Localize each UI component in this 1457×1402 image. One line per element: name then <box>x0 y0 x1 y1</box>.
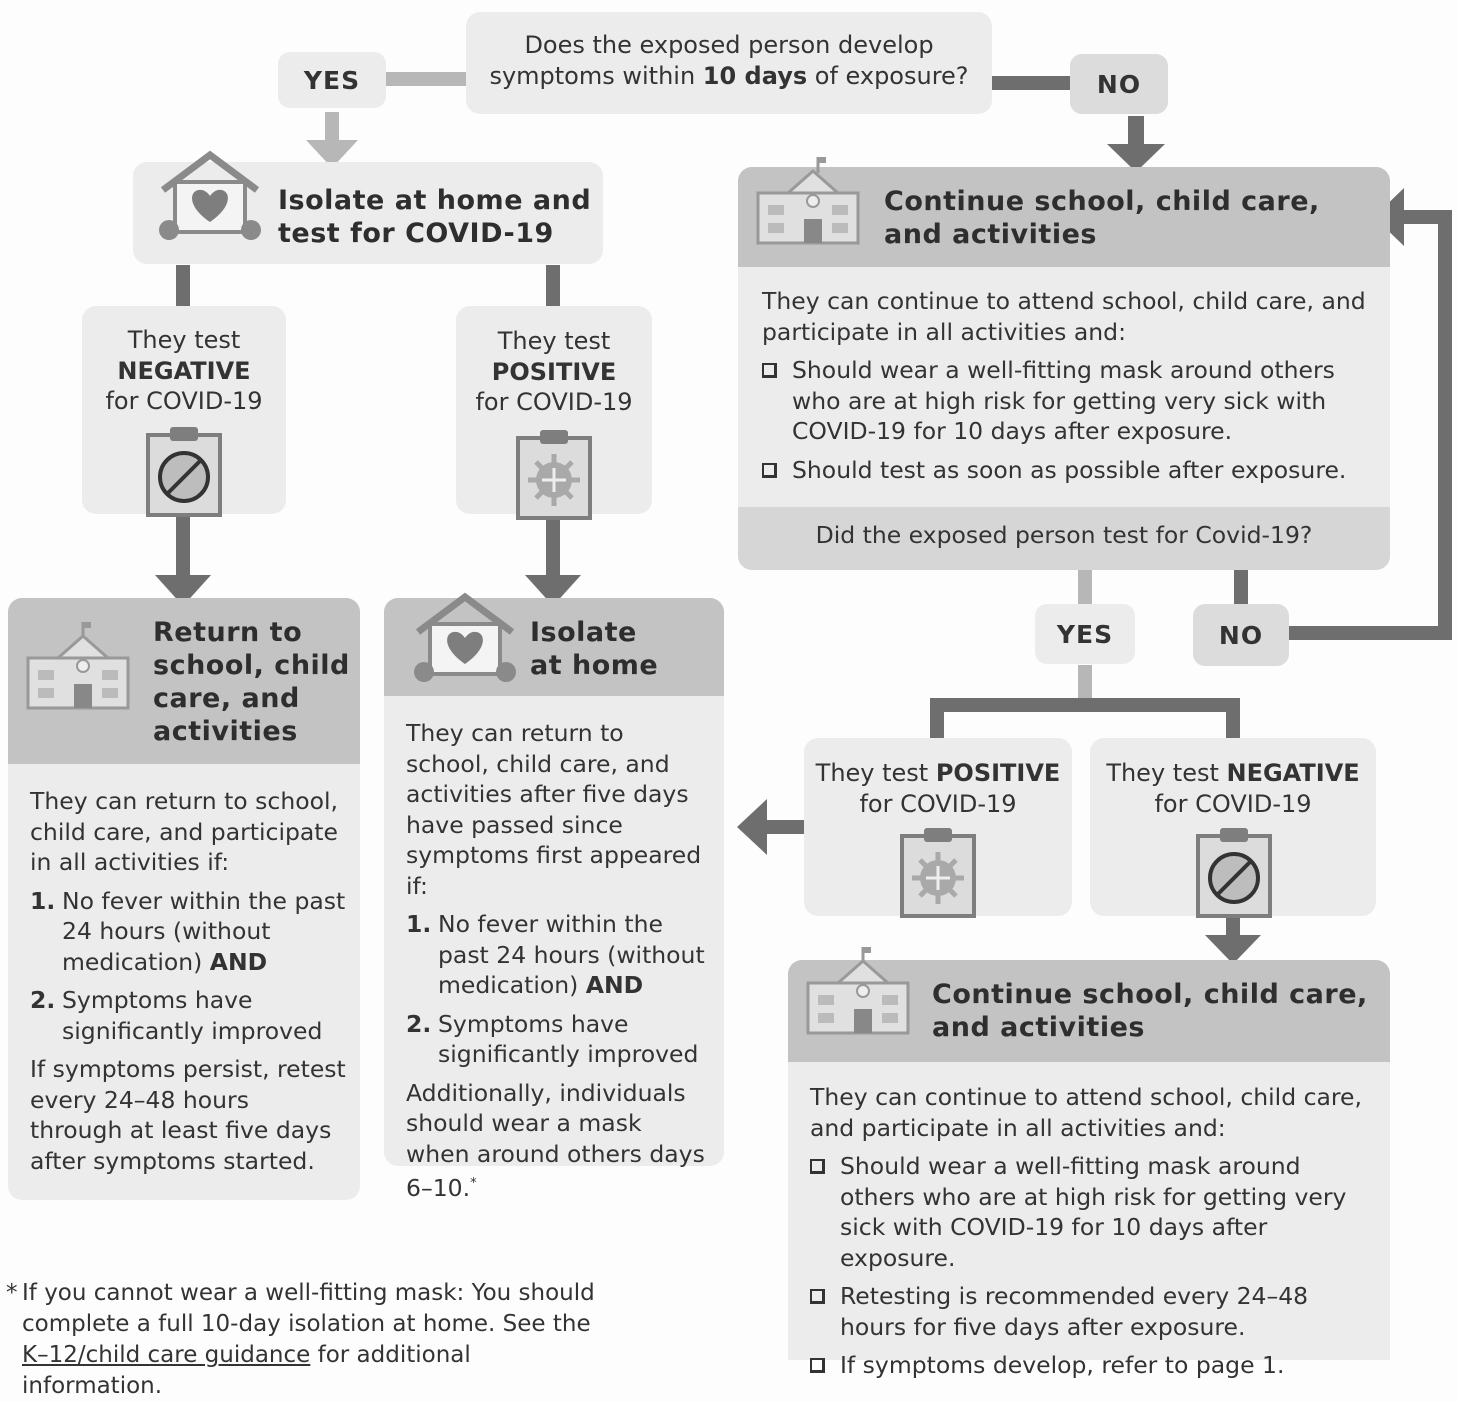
clipboard-virus-crossed-icon <box>146 427 222 517</box>
continue-top-title: Continue school, child care,and activiti… <box>884 186 1320 250</box>
yes-label-right: YES <box>1035 604 1135 664</box>
no-label-top: NO <box>1070 54 1168 114</box>
list-item: Should test as soon as possible after ex… <box>762 455 1370 486</box>
clipboard-virus-icon <box>900 828 976 918</box>
clipboard-virus-icon <box>516 430 592 520</box>
connector-lines <box>155 72 1452 964</box>
list-item: Retesting is recommended every 24–48 hou… <box>810 1281 1370 1342</box>
return-body: They can return to school, child care, a… <box>30 787 346 1175</box>
list-item: Should wear a well-fitting mask around o… <box>762 355 1370 447</box>
footnote: * If you cannot wear a well-fitting mask… <box>6 1280 595 1399</box>
list-item: 2.Symptoms have significantly improved <box>30 986 323 1045</box>
house-heart-icon <box>414 592 516 682</box>
list-item: 2.Symptoms have significantly improved <box>406 1009 699 1069</box>
continue-top-intro: They can continue to attend school, chil… <box>762 287 1366 346</box>
list-item: Should wear a well-fitting mask around o… <box>810 1151 1370 1273</box>
isolate-body: They can return to school, child care, a… <box>406 718 712 1203</box>
clipboard-virus-crossed-icon <box>1196 828 1272 918</box>
yes-label-top: YES <box>278 52 386 108</box>
exposure-question-text: Does the exposed person develop symptoms… <box>489 31 969 90</box>
continue-bottom-body: They can continue to attend school, chil… <box>810 1082 1370 1381</box>
list-item: If symptoms develop, refer to page 1. <box>810 1350 1370 1381</box>
school-building-icon <box>806 947 910 1035</box>
school-building-icon <box>756 157 860 245</box>
continue-bottom-title: Continue school, child care,and activiti… <box>932 979 1368 1043</box>
exposure-question-box <box>466 12 992 114</box>
test-question-text: Did the exposed person test for Covid-19… <box>815 521 1313 549</box>
list-item: 1.No fever within the past 24 hours (wit… <box>406 910 705 999</box>
no-label-right: NO <box>1193 604 1289 666</box>
list-item: 1.No fever within the past 24 hours (wit… <box>30 886 346 976</box>
continue-top-body: They can continue to attend school, chil… <box>762 286 1370 485</box>
guidance-link[interactable]: K–12/child care guidance <box>22 1342 311 1368</box>
school-building-icon <box>26 622 130 710</box>
house-heart-icon <box>159 150 261 240</box>
